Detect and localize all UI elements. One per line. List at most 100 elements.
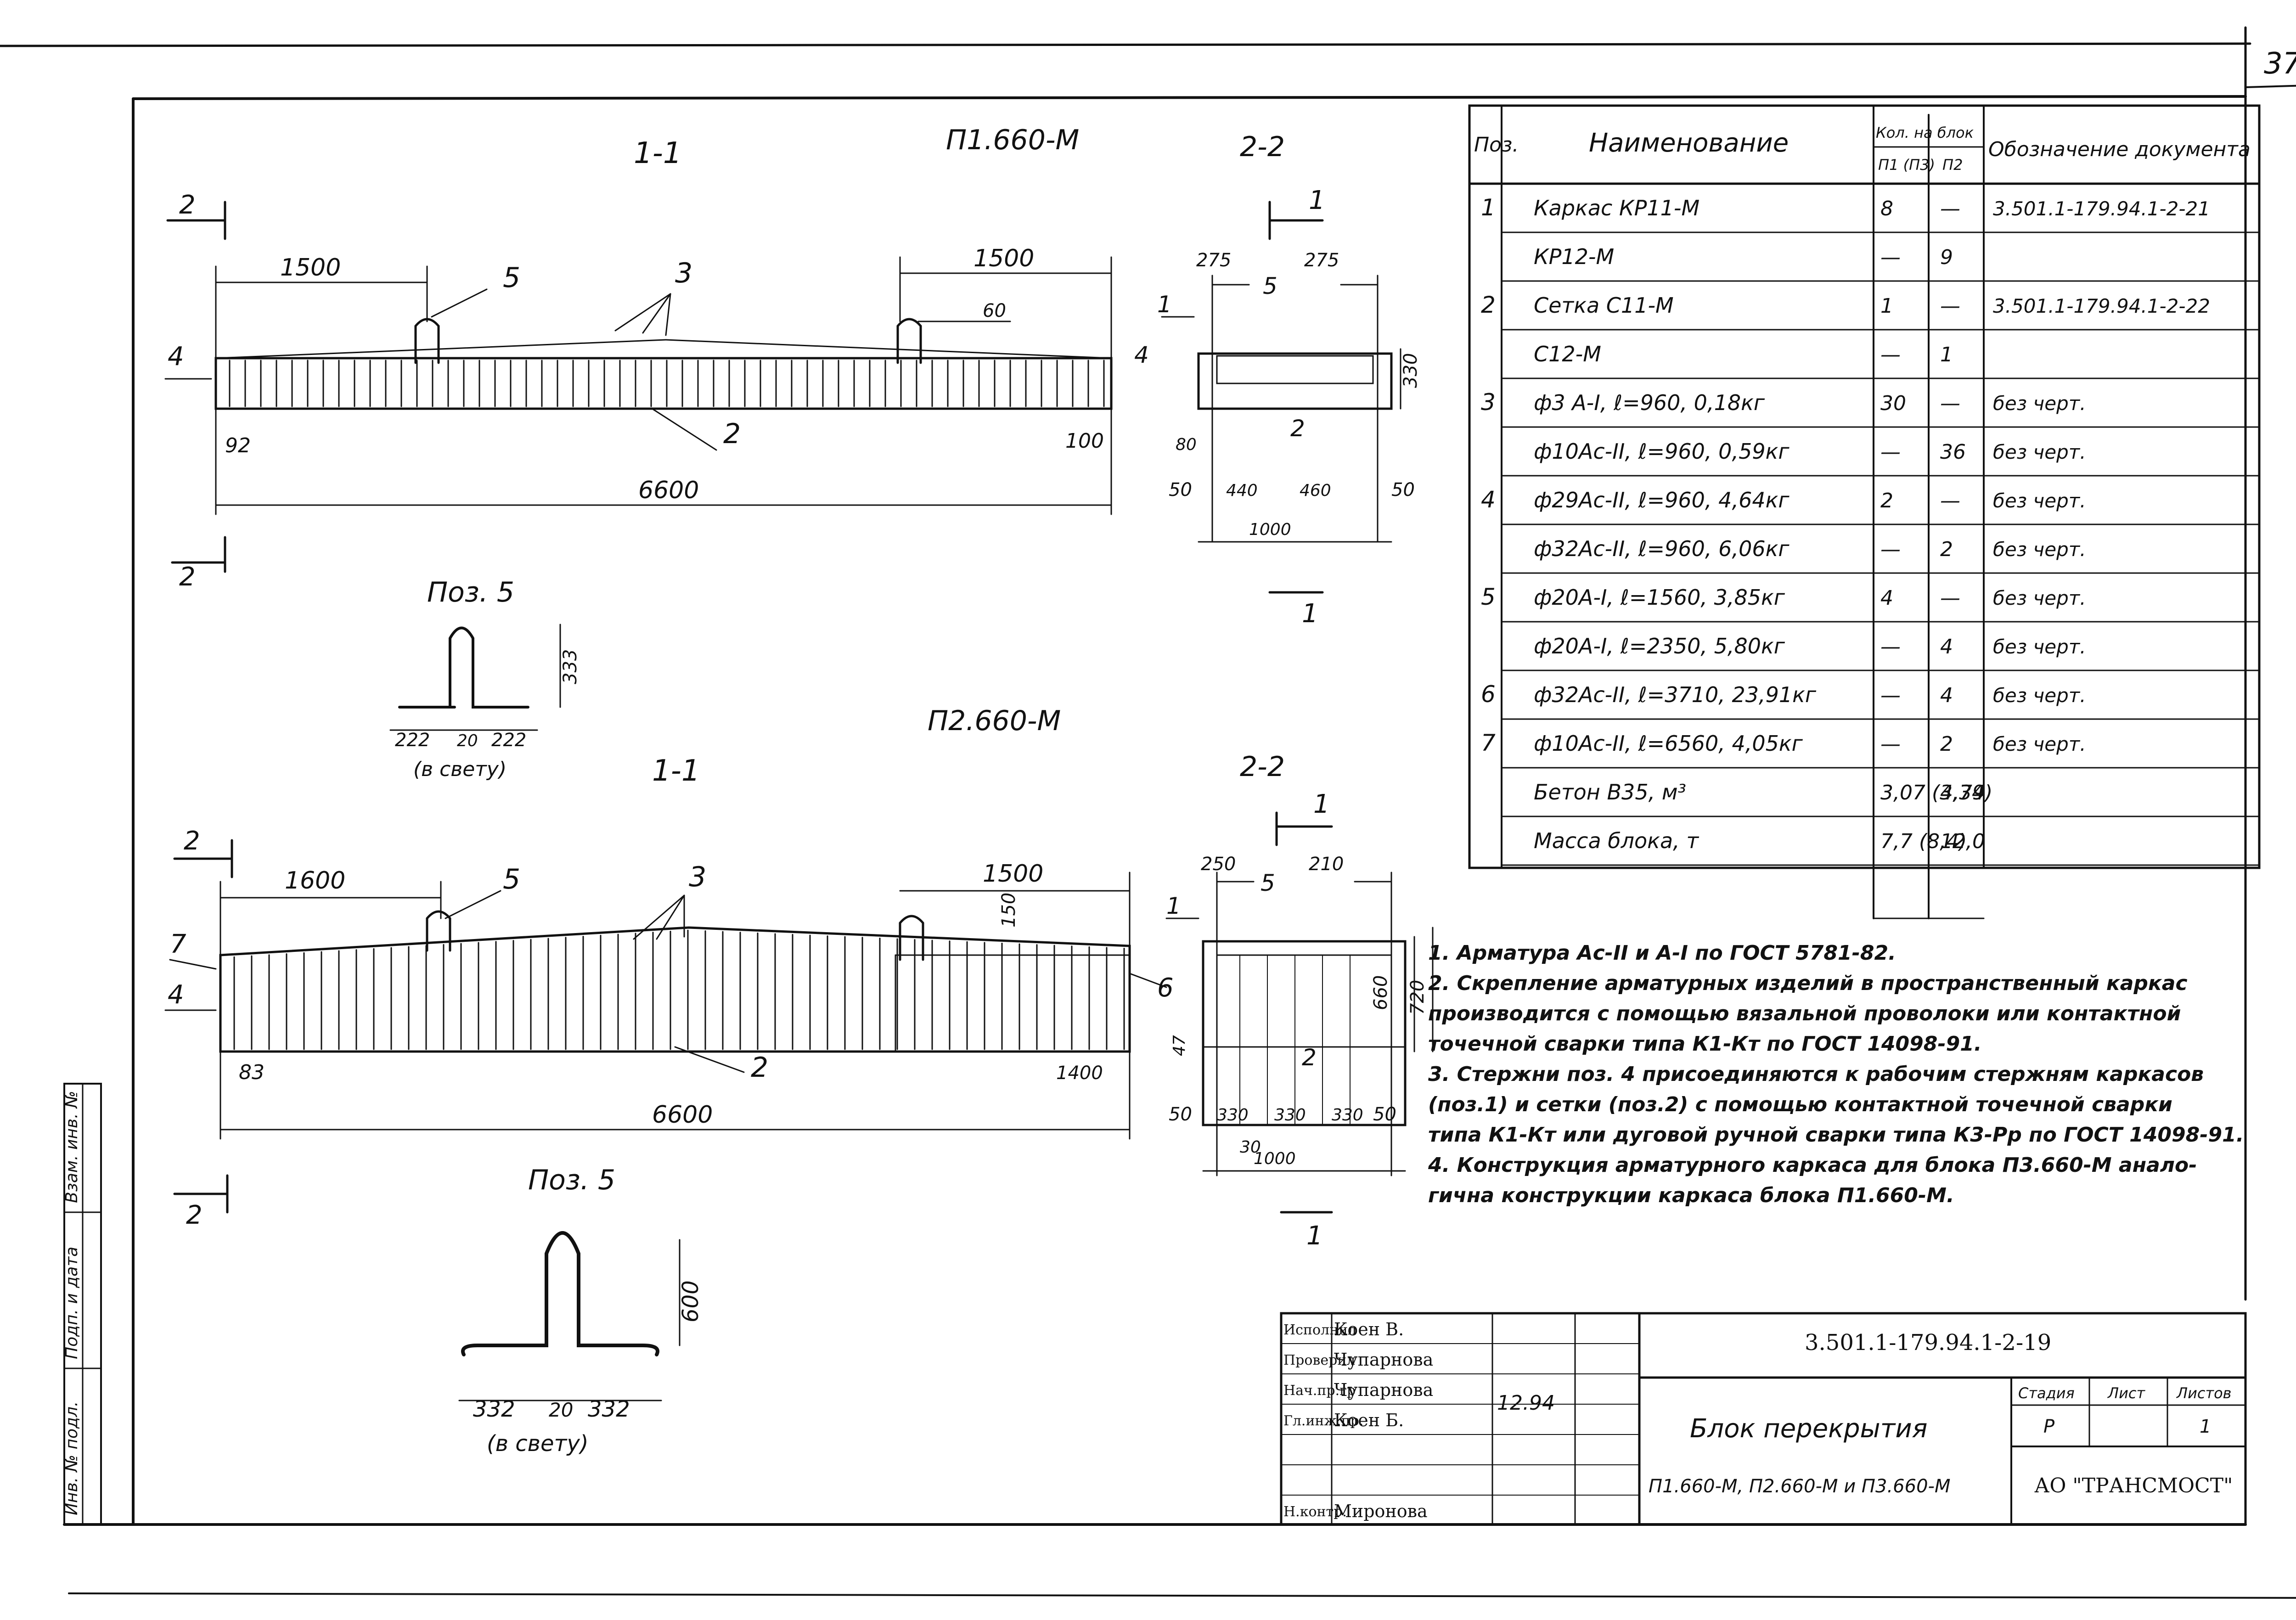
dim-right-p2: 1500 — [983, 860, 1043, 888]
spec-cell-q1: 1 — [1880, 294, 1893, 318]
spec-cell-doc: без черт. — [1993, 489, 2086, 512]
callout-4-p1: 4 — [168, 342, 184, 371]
tb-role: Гл.инж.пр. — [1283, 1413, 1363, 1429]
th-qty-p1: П1 (П3) — [1878, 156, 1935, 174]
poz5-small-note: (в свету) — [413, 758, 506, 781]
poz5-large-dim-c: 332 — [588, 1396, 630, 1422]
side-stamp-inv: Инв. № подл. — [62, 1401, 81, 1515]
spec-cell-doc: 3.501.1-179.94.1-2-22 — [1993, 295, 2210, 317]
section-label-p2: 1-1 — [652, 754, 700, 788]
cross-dim-b-p1: 440 — [1226, 481, 1258, 500]
spec-cell-poz: 5 — [1481, 584, 1496, 610]
cross-dim-f-p2: 47 — [1170, 1035, 1189, 1056]
cross-dim-height2-p2: 720 — [1407, 980, 1428, 1015]
cross-label-p1: 2-2 — [1240, 131, 1285, 163]
cross-dim-e-p2: 50 — [1373, 1104, 1396, 1125]
dim-left-p2: 1600 — [285, 867, 345, 894]
spec-cell-q1: — — [1880, 343, 1901, 366]
cross-dim-bottom-p1: 1000 — [1249, 520, 1291, 539]
callout-6-p2: 6 — [1157, 973, 1174, 1003]
th-poz: Поз. — [1474, 133, 1519, 157]
note-line: 2. Скрепление арматурных изделий в прост… — [1428, 972, 2188, 995]
dim-total-p2: 6600 — [652, 1101, 713, 1129]
frame-top — [132, 95, 2247, 100]
dim-total-p1: 6600 — [638, 477, 699, 504]
stage-label: Стадия — [2018, 1384, 2075, 1402]
spec-cell-name: ф29Ас-II, ℓ=960, 4,64кг — [1534, 488, 1790, 512]
lifting-loop-left-p1 — [414, 318, 440, 364]
cross-dim-a-p1: 50 — [1169, 479, 1192, 501]
cut-mark-2-bottom-p2: 2 — [186, 1200, 203, 1230]
elevation-p1: 1-1 П1.660-М 2 2 1500 1500 6600 60 92 10… — [164, 124, 1113, 592]
tb-role: Исполнил — [1283, 1322, 1356, 1338]
spec-cell-name: ф32Ас-II, ℓ=960, 6,06кг — [1534, 536, 1790, 561]
section-label-p1: 1-1 — [634, 136, 682, 170]
cross-dim-top-left-p1: 275 — [1196, 250, 1231, 271]
spec-cell-name: ф10Ас-II, ℓ=6560, 4,05кг — [1534, 731, 1803, 756]
cross-callout-1-p2: 1 — [1166, 893, 1181, 919]
spec-cell-doc: 3.501.1-179.94.1-2-21 — [1993, 197, 2210, 220]
dim-left-end-p1: 92 — [225, 434, 251, 457]
org-name: АО "ТРАНСМОСТ" — [2034, 1474, 2233, 1497]
spec-cell-doc: без черт. — [1993, 441, 2086, 463]
dim-right-end-p1: 100 — [1065, 429, 1104, 453]
spec-cell-poz: 4 — [1481, 486, 1496, 513]
cross-dim-top-right-p2: 210 — [1309, 854, 1344, 875]
cut-mark-2-top: 2 — [179, 190, 196, 220]
doc-code: 3.501.1-179.94.1-2-19 — [1805, 1330, 2051, 1356]
spec-cell-q1: 30 — [1880, 392, 1906, 415]
poz5-small-label: Поз. 5 — [427, 576, 514, 608]
spec-cell-q2: 2 — [1940, 538, 1953, 561]
tb-name: Коен Б. — [1334, 1410, 1404, 1430]
spec-cell-name: КР12-М — [1534, 244, 1614, 269]
bottom-edge-line — [68, 1592, 2296, 1599]
top-edge-line — [0, 42, 2251, 47]
th-qty-p2: П2 — [1942, 156, 1963, 174]
callout-3-p1: 3 — [675, 257, 692, 289]
spec-cell-doc: без черт. — [1993, 733, 2086, 755]
dim-left-p1: 1500 — [280, 254, 341, 281]
spec-cell-doc: без черт. — [1993, 392, 2086, 415]
cross-callout-4-p1: 4 — [1134, 342, 1149, 368]
title-line1: Блок перекрытия — [1690, 1414, 1927, 1444]
lifting-loop-left-p2 — [426, 910, 451, 952]
tb-name: Чупарнова — [1334, 1350, 1433, 1370]
spec-cell-poz: 7 — [1481, 730, 1496, 756]
cross-cut-1-top-p2: 1 — [1313, 789, 1330, 819]
dim-right-end-p2: 1400 — [1056, 1063, 1103, 1084]
elevation-p2: П2.660-М 1-1 2 2 1600 1500 6600 150 83 1… — [164, 705, 1174, 1230]
dim-left-end-p2: 83 — [239, 1061, 264, 1084]
spec-cell-q2: 36 — [1940, 440, 1966, 464]
spec-cell-q1: — — [1880, 635, 1901, 658]
spec-table: Поз. Наименование Кол. на блок П1 (П3) П… — [1468, 104, 2261, 919]
callout-3-p2: 3 — [689, 861, 706, 893]
th-name: Наименование — [1589, 128, 1789, 158]
cross-dim-d-p1: 50 — [1391, 479, 1415, 501]
spec-cell-doc: без черт. — [1993, 684, 2086, 707]
sheets-value: 1 — [2200, 1416, 2211, 1437]
spec-cell-q2: — — [1940, 392, 1960, 415]
poz5-small-dim-a: 222 — [395, 730, 430, 751]
spec-cell-q2: 9 — [1940, 246, 1953, 269]
title-line2: П1.660-М, П2.660-М и П3.660-М — [1649, 1476, 1950, 1497]
sheet-label: Лист — [2107, 1384, 2145, 1402]
spec-cell-poz: 1 — [1481, 194, 1496, 221]
side-stamp-sign: Подп. и дата — [62, 1247, 81, 1359]
spec-cell-q1: — — [1880, 684, 1901, 707]
note-line: 3. Стержни поз. 4 присоединяются к рабоч… — [1428, 1063, 2204, 1086]
cross-callout-2-p2: 2 — [1302, 1044, 1317, 1071]
spec-cell-q1: — — [1880, 538, 1901, 561]
dim-right-p1: 1500 — [974, 245, 1034, 272]
tb-role: Нач.пр.гр — [1283, 1383, 1356, 1399]
note-line: 4. Конструкция арматурного каркаса для б… — [1428, 1153, 2197, 1177]
callout-5-p2: 5 — [503, 863, 520, 895]
spec-cell-q1: 7,7 (8,4) — [1880, 830, 1967, 853]
spec-cell-poz: 2 — [1481, 292, 1496, 318]
note-line: точечной сварки типа К1-Кт по ГОСТ 14098… — [1428, 1032, 1982, 1056]
notes: 1. Арматура Ас-II и А-I по ГОСТ 5781-82.… — [1428, 941, 2244, 1207]
cross-dim-c-p1: 460 — [1300, 481, 1331, 500]
spec-cell-name: Каркас КР11-М — [1534, 196, 1699, 220]
tb-name: Коен В. — [1334, 1319, 1404, 1339]
